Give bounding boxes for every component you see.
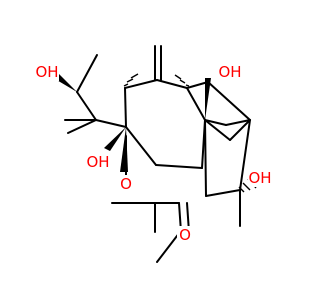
bond (76, 54, 98, 93)
bond (124, 87, 127, 128)
bond (124, 79, 158, 89)
atom-labels: OH OH OH OH O O (35, 63, 272, 244)
hydroxyl-label: OH (35, 63, 58, 81)
wedge-bond (55, 72, 77, 92)
bond (186, 81, 209, 89)
stereo-bonds (55, 72, 257, 193)
bond (205, 189, 241, 197)
bond (225, 119, 251, 126)
molecule-structure: OH OH OH OH O O (35, 45, 272, 263)
bond (67, 119, 97, 134)
wedge-bond (104, 127, 126, 151)
wedge-bond (120, 127, 128, 172)
bond (156, 79, 188, 89)
bond (76, 91, 97, 121)
hydroxyl-label: OH (86, 153, 109, 171)
wedge-bond (205, 78, 211, 120)
bond (204, 119, 231, 141)
hydroxyl-label: OH (218, 63, 241, 81)
hashed-bond (123, 73, 139, 87)
hydroxyl-label: OH (248, 169, 271, 187)
bond (229, 119, 251, 141)
ester-oxygen-label: O (120, 175, 132, 193)
bond (156, 231, 181, 263)
bond (186, 87, 206, 121)
hashed-bond (174, 74, 190, 87)
bond (125, 126, 157, 166)
bond (204, 119, 207, 197)
bond (239, 119, 251, 191)
bond (207, 81, 251, 121)
bond (204, 119, 227, 126)
carbonyl-oxygen-label: O (179, 226, 191, 244)
bond (95, 119, 127, 128)
bond (155, 164, 203, 169)
